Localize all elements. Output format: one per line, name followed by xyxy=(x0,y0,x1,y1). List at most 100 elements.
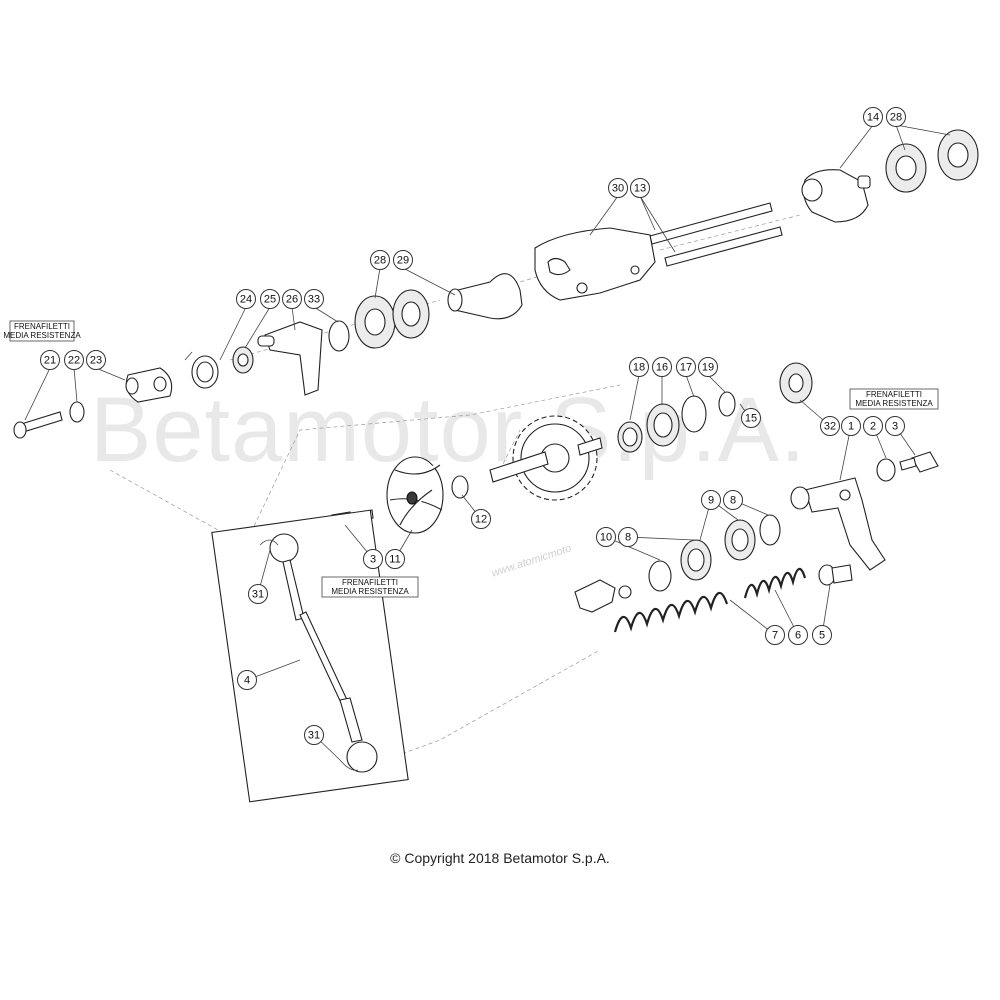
part-gear xyxy=(489,415,603,501)
callout-33: 33 xyxy=(304,289,324,309)
callout-30: 30 xyxy=(608,178,628,198)
threadlock-note-left-line1: FRENAFILETTI xyxy=(14,322,70,331)
part-cam-23 xyxy=(125,367,173,403)
part-shaft-body xyxy=(447,273,523,320)
callout-16: 16 xyxy=(652,357,672,377)
callout-number: 5 xyxy=(819,630,825,642)
callout-12: 12 xyxy=(471,509,491,529)
part-washer-33 xyxy=(328,320,350,352)
callout-15: 15 xyxy=(741,408,761,428)
callout-number: 22 xyxy=(68,355,80,367)
part-bearing-29 xyxy=(392,289,430,339)
part-oring-12 xyxy=(451,475,469,499)
callout-4: 4 xyxy=(237,670,257,690)
callout-3: 3 xyxy=(363,549,383,569)
threadlock-note-center-line2: MEDIA RESISTENZA xyxy=(331,587,409,596)
callout-31: 31 xyxy=(248,584,268,604)
part-circlip-19 xyxy=(718,391,736,417)
threadlock-note-right-line2: MEDIA RESISTENZA xyxy=(855,399,933,408)
threadlock-note-right: FRENAFILETTI MEDIA RESISTENZA xyxy=(849,388,939,410)
callout-number: 14 xyxy=(867,112,879,124)
callout-29: 29 xyxy=(393,250,413,270)
part-pin-5 xyxy=(818,564,853,586)
callout-7: 7 xyxy=(765,625,785,645)
callout-number: 7 xyxy=(772,630,778,642)
part-pawl xyxy=(574,579,632,613)
callout-number: 32 xyxy=(824,421,836,433)
part-plate-26 xyxy=(257,321,323,396)
callout-number: 26 xyxy=(286,294,298,306)
callout-23: 23 xyxy=(86,350,106,370)
callout-2: 2 xyxy=(863,416,883,436)
callout-22: 22 xyxy=(64,350,84,370)
callout-32: 32 xyxy=(820,416,840,436)
callout-number: 15 xyxy=(745,413,757,425)
part-bushing-18 xyxy=(617,421,643,453)
callout-31: 31 xyxy=(304,725,324,745)
part-bearing-28 xyxy=(354,295,396,349)
callout-number: 17 xyxy=(680,362,692,374)
part-rods-13 xyxy=(649,202,783,267)
part-bolt-21 xyxy=(13,411,63,439)
callout-18: 18 xyxy=(629,357,649,377)
callout-number: 24 xyxy=(240,294,252,306)
callout-number: 10 xyxy=(600,532,612,544)
callout-number: 4 xyxy=(244,675,250,687)
callout-number: 3 xyxy=(370,554,376,566)
callout-19: 19 xyxy=(698,357,718,377)
callout-number: 29 xyxy=(397,255,409,267)
part-bushing-25 xyxy=(232,346,254,374)
callout-25: 25 xyxy=(260,289,280,309)
part-sleeve-14 xyxy=(801,169,871,223)
callout-number: 9 xyxy=(708,495,714,507)
callout-28: 28 xyxy=(886,107,906,127)
callout-number: 6 xyxy=(795,630,801,642)
copyright-footer: © Copyright 2018 Betamotor S.p.A. xyxy=(390,850,610,866)
callout-9: 9 xyxy=(701,490,721,510)
callout-number: 11 xyxy=(389,554,400,566)
part-bolt-3-right xyxy=(899,451,939,473)
callout-13: 13 xyxy=(630,178,650,198)
callout-14: 14 xyxy=(863,107,883,127)
callout-8: 8 xyxy=(618,527,638,547)
callout-number: 8 xyxy=(625,532,631,544)
callout-8: 8 xyxy=(723,490,743,510)
part-washer-17 xyxy=(681,395,707,433)
callout-number: 21 xyxy=(44,355,56,367)
callout-6: 6 xyxy=(788,625,808,645)
callout-24: 24 xyxy=(236,289,256,309)
callout-number: 12 xyxy=(475,514,487,526)
callout-number: 19 xyxy=(702,362,714,374)
callout-3: 3 xyxy=(885,416,905,436)
part-washer-22 xyxy=(69,401,85,423)
part-spring-6 xyxy=(743,567,807,599)
callout-number: 2 xyxy=(870,421,876,433)
part-bearing-28b xyxy=(937,129,979,181)
part-spring-7 xyxy=(613,591,729,633)
callout-26: 26 xyxy=(282,289,302,309)
part-bearing-28a xyxy=(885,143,927,193)
callout-number: 18 xyxy=(633,362,645,374)
part-bearing-8b xyxy=(680,539,712,581)
callout-number: 28 xyxy=(374,255,386,267)
part-lever-1 xyxy=(790,477,886,571)
callout-5: 5 xyxy=(812,625,832,645)
threadlock-note-center: FRENAFILETTI MEDIA RESISTENZA xyxy=(321,576,419,598)
threadlock-note-left: FRENAFILETTI MEDIA RESISTENZA xyxy=(3,320,81,342)
callout-number: 16 xyxy=(656,362,668,374)
part-washer-8a xyxy=(759,514,781,546)
part-bearing-9 xyxy=(724,519,756,561)
part-bearing-15 xyxy=(779,362,813,404)
callout-number: 13 xyxy=(634,183,646,195)
callout-number: 3 xyxy=(892,421,898,433)
threadlock-note-right-line1: FRENAFILETTI xyxy=(866,390,922,399)
callout-number: 1 xyxy=(848,421,854,433)
callout-number: 28 xyxy=(890,112,902,124)
callout-17: 17 xyxy=(676,357,696,377)
part-washer-10 xyxy=(648,560,672,592)
callout-21: 21 xyxy=(40,350,60,370)
callout-28: 28 xyxy=(370,250,390,270)
part-fork-30 xyxy=(534,227,656,301)
